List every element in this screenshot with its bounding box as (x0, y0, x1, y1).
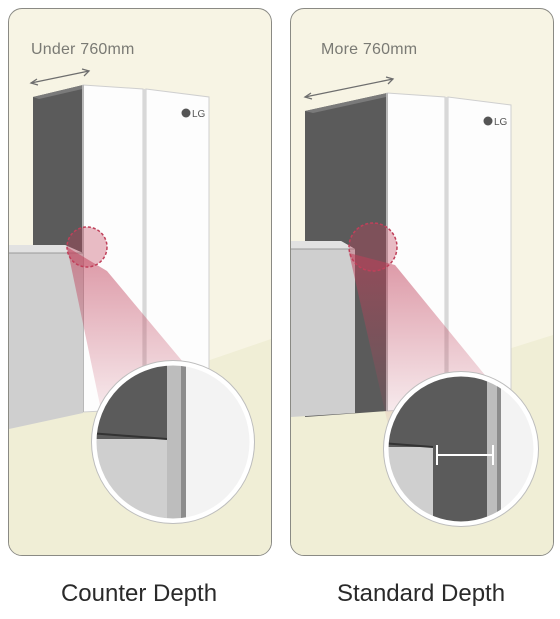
highlight-circle (66, 226, 108, 268)
lg-logo: LG (181, 108, 206, 120)
dimension-label: Under 760mm (31, 41, 135, 58)
standard-depth-panel: LG More 760mm (290, 8, 554, 556)
cabinet (9, 245, 83, 429)
cabinet (291, 241, 355, 417)
lg-logo: LG (483, 116, 508, 128)
counter-depth-panel: LG Under 760mm (8, 8, 272, 556)
counter-depth-caption: Counter Depth (60, 580, 218, 607)
standard-depth-illustration: LG (291, 76, 553, 555)
counter-depth-illustration: LG (9, 68, 271, 555)
svg-text:LG: LG (494, 117, 508, 128)
svg-text:LG: LG (192, 109, 206, 120)
dimension-arrow (303, 76, 395, 100)
zoom-circle (91, 360, 255, 524)
standard-depth-caption: Standard Depth (336, 580, 506, 607)
depth-gap-marker (436, 445, 494, 465)
dimension-label: More 760mm (321, 41, 418, 58)
zoom-circle (383, 371, 539, 527)
dimension-arrow (29, 68, 91, 86)
highlight-circle (348, 222, 398, 272)
